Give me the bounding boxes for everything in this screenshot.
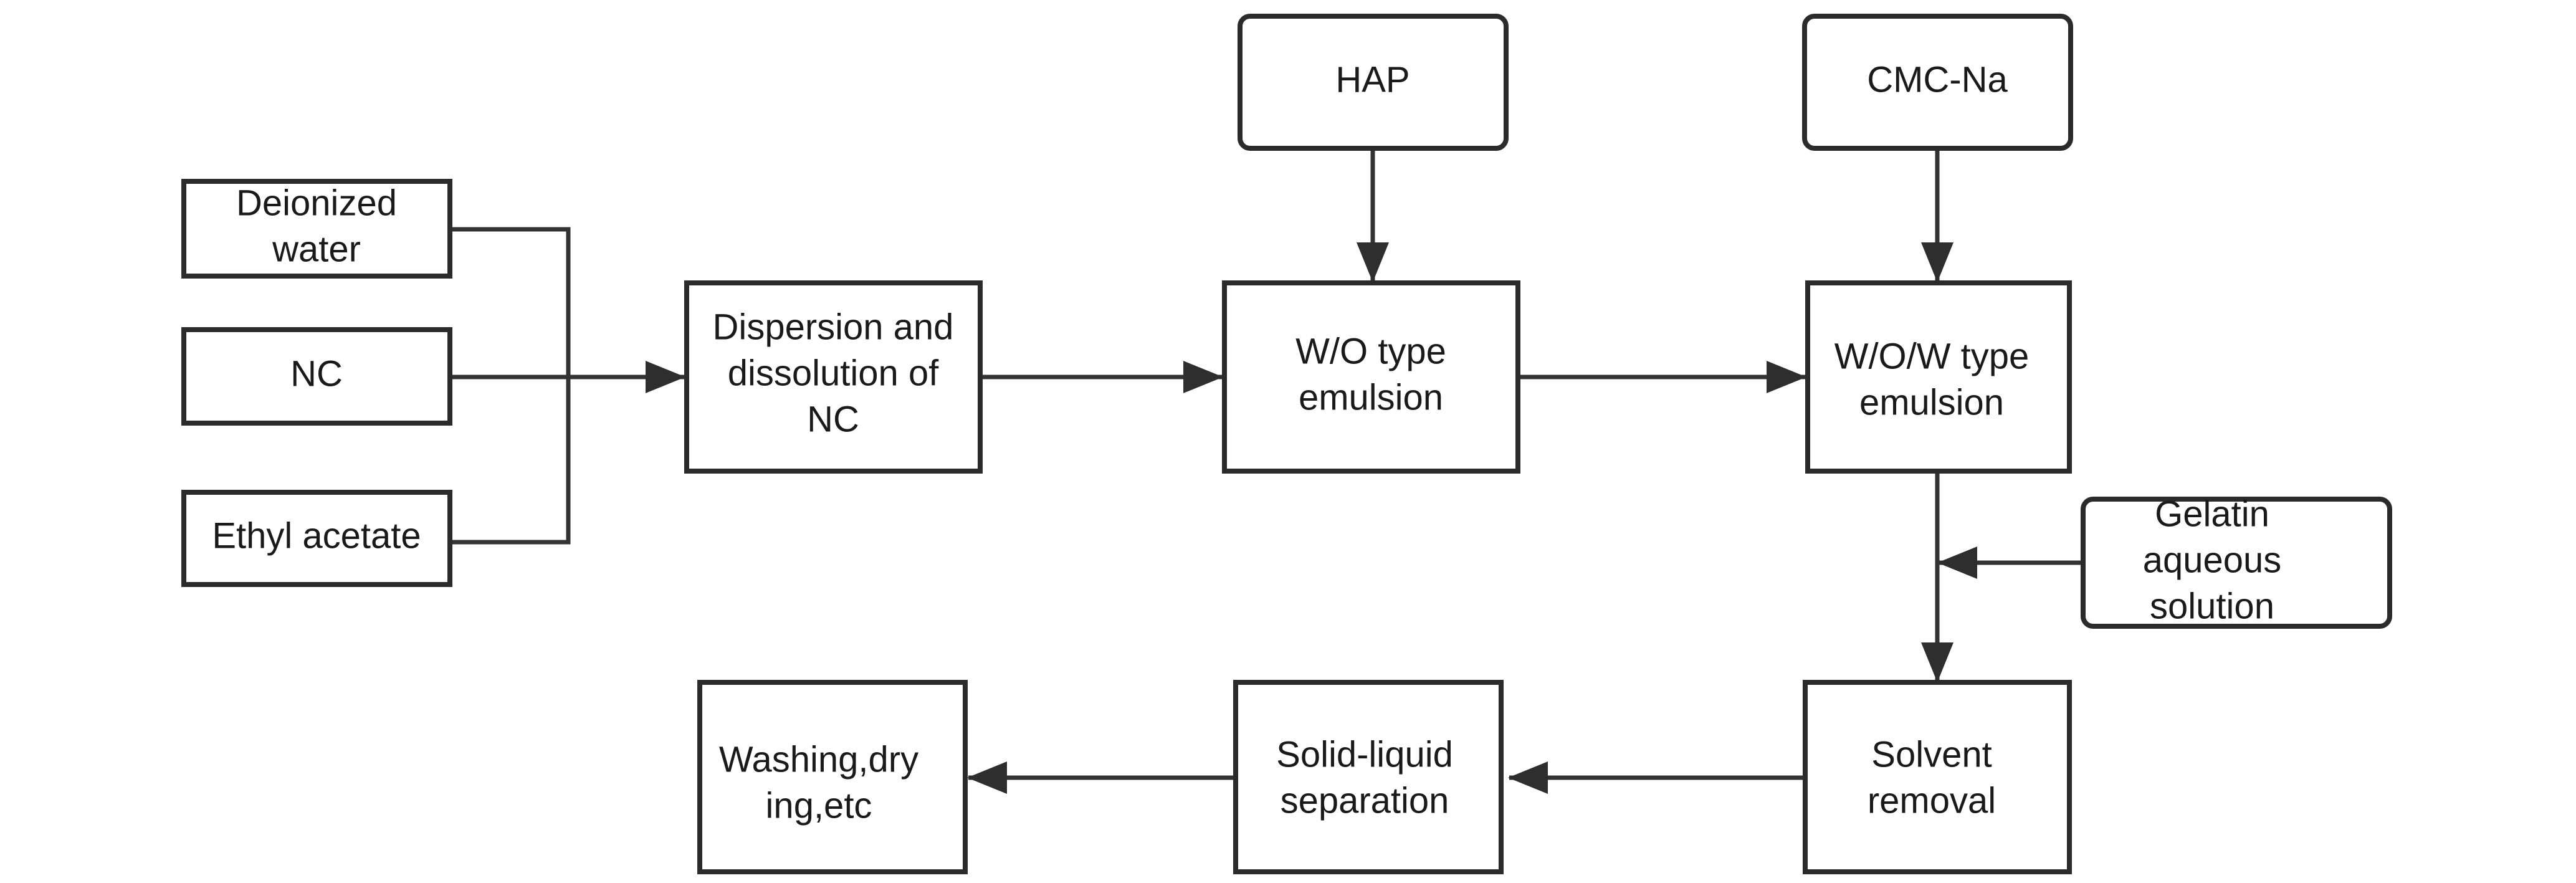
node-label-line: Gelatin (2155, 494, 2269, 534)
node-label-line: NC (290, 353, 343, 394)
node-label: W/O type emulsion (1295, 331, 1446, 418)
node-wow-emulsion: W/O/W type emulsion (1805, 280, 2072, 474)
node-label-line: ing,etc (766, 785, 872, 826)
node-label-line: HAP (1335, 59, 1410, 100)
node-label: Deionized water (236, 183, 397, 269)
node-label: HAP (1335, 59, 1410, 100)
node-label-line: aqueous (2143, 540, 2282, 580)
node-gelatin-aqueous-solution: Gelatin aqueous solution (2081, 494, 2392, 629)
node-label-line: removal (1868, 780, 1996, 821)
edge-deionized-water-to-bus (450, 227, 571, 545)
node-deionized-water: Deionized water (181, 179, 452, 279)
node-label: Ethyl acetate (212, 515, 421, 556)
node-label-line: NC (807, 399, 859, 439)
node-label-line: Solvent (1871, 734, 1992, 775)
node-label-line: Dispersion and (713, 307, 954, 347)
node-hap: HAP (1238, 14, 1509, 151)
node-ethyl-acetate: Ethyl acetate (181, 490, 452, 587)
node-label-line: separation (1281, 780, 1449, 821)
node-label-line: emulsion (1299, 377, 1443, 418)
node-label-line: emulsion (1859, 382, 2004, 422)
node-label: Gelatin aqueous solution (2143, 494, 2282, 626)
node-label-line: Ethyl acetate (212, 515, 421, 556)
node-solid-liquid-separation: Solid-liquid separation (1233, 680, 1504, 874)
node-label: Solvent removal (1868, 734, 1996, 821)
node-label-line: dissolution of (728, 353, 939, 393)
connectors (450, 148, 2083, 794)
node-label: Dispersion and dissolution of NC (713, 307, 954, 439)
node-label-line: Solid-liquid (1276, 734, 1453, 775)
node-label: NC (290, 353, 343, 394)
node-washing-drying: Washing,dry ing,etc (697, 680, 968, 874)
node-cmc-na: CMC-Na (1802, 14, 2073, 151)
node-label-line: Washing,dry (719, 739, 918, 780)
node-label: W/O/W type emulsion (1834, 336, 2030, 422)
node-solvent-removal: Solvent removal (1803, 680, 2072, 874)
node-dispersion-dissolution: Dispersion and dissolution of NC (684, 280, 983, 474)
node-label-line: W/O/W type (1834, 336, 2030, 376)
node-nc: NC (181, 327, 452, 426)
node-wo-emulsion: W/O type emulsion (1222, 280, 1520, 474)
node-label-line: W/O type (1295, 331, 1446, 371)
node-label: Solid-liquid separation (1276, 734, 1453, 821)
node-label-line: CMC-Na (1867, 59, 2008, 100)
node-label-line: solution (2150, 586, 2274, 626)
node-label-line: Deionized (236, 183, 397, 223)
node-label: CMC-Na (1867, 59, 2008, 100)
node-label-line: water (272, 229, 361, 269)
node-label: Washing,dry ing,etc (719, 739, 918, 826)
